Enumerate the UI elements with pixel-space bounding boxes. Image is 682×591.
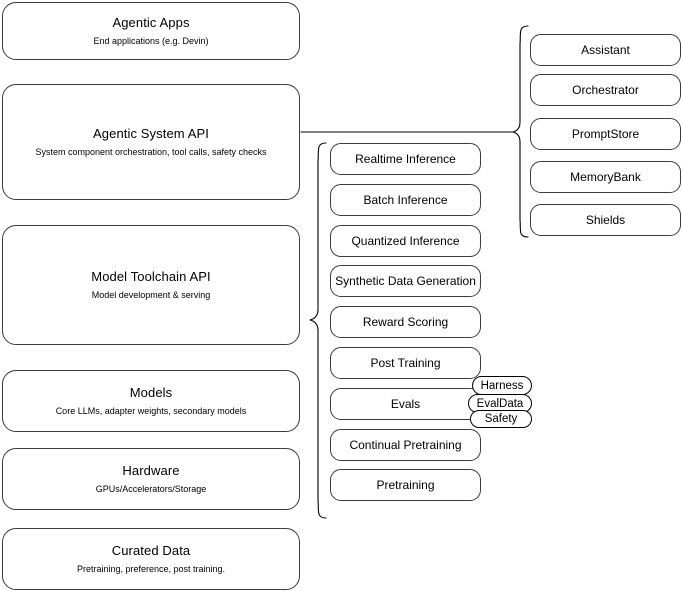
component-assistant[interactable]: Assistant <box>530 34 681 66</box>
capability-label: Pretraining <box>376 477 435 492</box>
layer-title: Agentic System API <box>93 125 209 141</box>
badge-label: Harness <box>480 379 524 392</box>
badge-harness[interactable]: Harness <box>472 376 532 395</box>
layer-subtitle: GPUs/Accelerators/Storage <box>95 484 207 494</box>
layer-subtitle: System component orchestration, tool cal… <box>35 147 267 157</box>
layer-subtitle: Core LLMs, adapter weights, secondary mo… <box>55 406 247 416</box>
layer-title: Hardware <box>122 462 180 478</box>
capability-label: Batch Inference <box>363 192 448 207</box>
capability-reward-scoring[interactable]: Reward Scoring <box>330 306 481 338</box>
layer-subtitle: Pretraining, preference, post training. <box>76 564 226 574</box>
layer-subtitle: Model development & serving <box>91 290 211 300</box>
capability-batch-inference[interactable]: Batch Inference <box>330 184 481 216</box>
component-label: Orchestrator <box>572 82 639 97</box>
layer-hardware[interactable]: Hardware GPUs/Accelerators/Storage <box>2 448 300 510</box>
capability-label: Evals <box>390 396 421 411</box>
layer-models[interactable]: Models Core LLMs, adapter weights, secon… <box>2 370 300 432</box>
brace-toolchain-capabilities <box>309 142 327 519</box>
brace-system-components <box>512 25 529 238</box>
capability-label: Reward Scoring <box>362 314 449 329</box>
component-label: Shields <box>585 212 626 227</box>
capability-post-training[interactable]: Post Training <box>330 347 481 379</box>
badge-label: Safety <box>484 413 518 425</box>
layer-title: Curated Data <box>111 542 191 558</box>
capability-label: Post Training <box>370 355 441 370</box>
component-memorybank[interactable]: MemoryBank <box>530 161 681 193</box>
layer-title: Models <box>129 384 173 400</box>
badge-label: EvalData <box>476 397 524 410</box>
badge-safety[interactable]: Safety <box>470 410 532 428</box>
capability-realtime-inference[interactable]: Realtime Inference <box>330 143 481 175</box>
layer-agentic-system-api[interactable]: Agentic System API System component orch… <box>2 84 300 200</box>
capability-label: Synthetic Data Generation <box>335 273 476 288</box>
component-shields[interactable]: Shields <box>530 204 681 236</box>
capability-label: Quantized Inference <box>351 233 460 248</box>
capability-label: Continual Pretraining <box>349 437 462 452</box>
layer-title: Model Toolchain API <box>91 268 211 284</box>
capability-evals[interactable]: Evals <box>330 388 481 420</box>
capability-synthetic-data-generation[interactable]: Synthetic Data Generation <box>330 265 481 297</box>
layer-curated-data[interactable]: Curated Data Pretraining, preference, po… <box>2 528 300 590</box>
layer-title: Agentic Apps <box>112 14 190 30</box>
capability-quantized-inference[interactable]: Quantized Inference <box>330 225 481 257</box>
capability-continual-pretraining[interactable]: Continual Pretraining <box>330 429 481 461</box>
layer-subtitle: End applications (e.g. Devin) <box>93 36 209 46</box>
component-label: MemoryBank <box>570 169 641 184</box>
capability-label: Realtime Inference <box>355 151 456 166</box>
component-label: PromptStore <box>571 126 640 141</box>
component-orchestrator[interactable]: Orchestrator <box>530 74 681 106</box>
layer-agentic-apps[interactable]: Agentic Apps End applications (e.g. Devi… <box>2 2 300 60</box>
layer-model-toolchain-api[interactable]: Model Toolchain API Model development & … <box>2 225 300 345</box>
component-promptstore[interactable]: PromptStore <box>530 118 681 150</box>
component-label: Assistant <box>581 42 630 57</box>
capability-pretraining[interactable]: Pretraining <box>330 469 481 501</box>
